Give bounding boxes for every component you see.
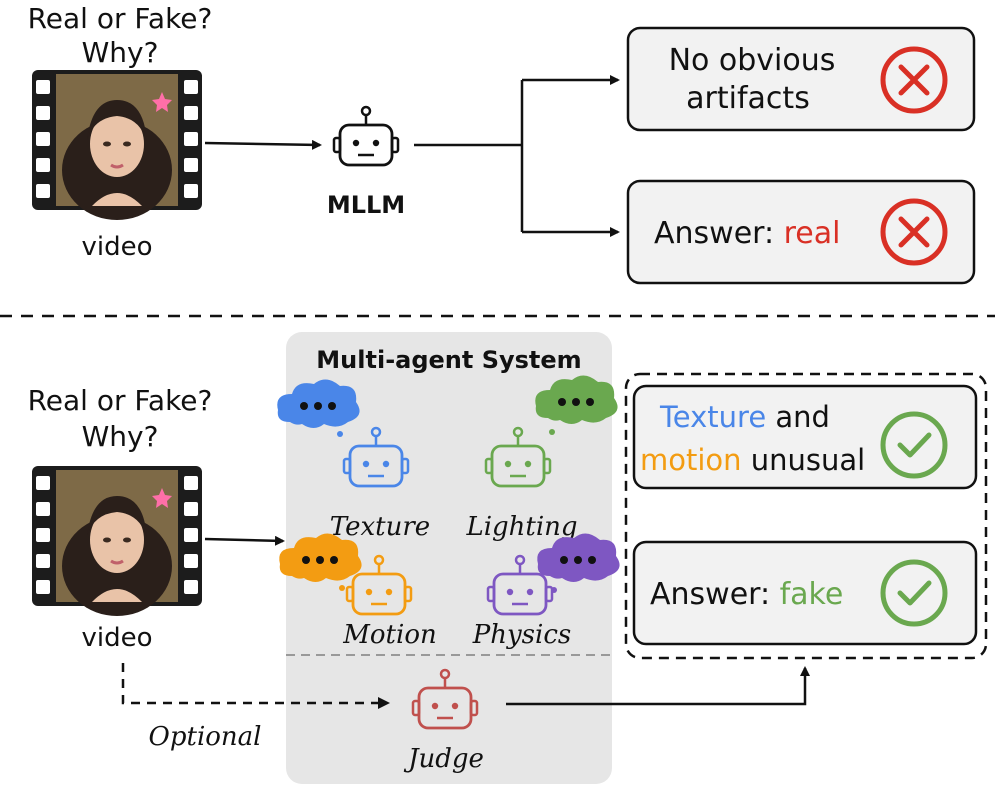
agent-physics-label: Physics [472, 620, 572, 650]
correct-check-icon [880, 411, 948, 479]
top-question-line1: Real or Fake? [28, 2, 213, 35]
bottom-answer-value: fake [780, 577, 844, 612]
optional-dashed-connector [121, 663, 380, 705]
bottom-video-thumbnail [30, 464, 204, 618]
texture-bubble-tail [337, 431, 343, 437]
top-output1-line1: No obvious [669, 43, 836, 78]
wrong-x-icon [880, 198, 948, 266]
reason-and-word: and [766, 400, 830, 434]
bottom-reason-line1: Texture and [659, 400, 830, 434]
agent-motion-label: Motion [342, 620, 436, 650]
multi-agent-system-title: Multi-agent System [316, 346, 581, 374]
optional-arrowhead [378, 697, 390, 709]
bottom-question-line2: Why? [82, 420, 159, 453]
bottom-video-label: video [81, 623, 152, 653]
top-answer-text: Answer: real [654, 216, 840, 251]
bottom-answer-text: Answer: fake [650, 577, 843, 612]
top-video-thumbnail [30, 68, 204, 222]
top-fork-connector [414, 80, 524, 232]
bottom-output-answer-box: Answer: fake [632, 540, 978, 646]
bottom-question-line1: Real or Fake? [28, 384, 213, 417]
top-video-label: video [81, 232, 152, 262]
motion-bubble-tail [339, 585, 345, 591]
mllm-label: MLLM [327, 191, 405, 219]
bottom-outputs-container [624, 372, 988, 660]
correct-check-icon [880, 559, 948, 627]
optional-label: Optional [149, 722, 262, 752]
judge-to-output-connector [506, 666, 810, 706]
wrong-x-icon [880, 46, 948, 114]
agent-lighting-label: Lighting [465, 512, 577, 542]
judge-label: Judge [403, 744, 484, 774]
top-arrow-video-to-mllm [204, 139, 322, 150]
lighting-bubble-tail [549, 429, 555, 435]
agent-texture-label: Texture [330, 512, 430, 542]
reason-unusual-word: unusual [742, 443, 866, 477]
top-output-artifacts-box: No obvious artifacts [626, 26, 976, 132]
arrow-video-to-system [204, 535, 285, 546]
bottom-reason-line2: motion unusual [640, 443, 865, 477]
bottom-output-reason-box: Texture and motion unusual [632, 384, 978, 490]
top-answer-prefix: Answer: [654, 216, 784, 251]
top-output-answer-box: Answer: real [626, 179, 976, 285]
reason-texture-word: Texture [659, 400, 766, 434]
reason-motion-word: motion [640, 443, 742, 477]
bottom-answer-prefix: Answer: [650, 577, 780, 612]
top-question-line2: Why? [82, 36, 159, 69]
top-output1-line2: artifacts [686, 81, 810, 116]
mllm-robot-icon [332, 105, 400, 167]
top-answer-value: real [784, 216, 841, 251]
